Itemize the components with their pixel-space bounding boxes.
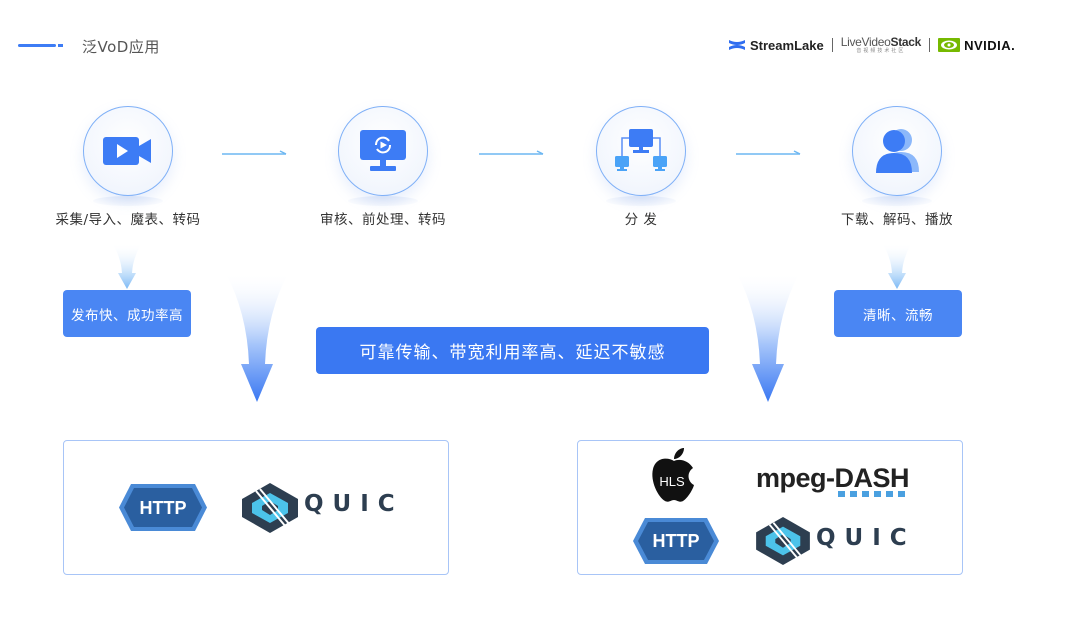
streamlake-icon xyxy=(729,40,745,50)
quic-text: QUIC xyxy=(816,525,916,551)
http-text: HTTP xyxy=(653,531,700,551)
http-text: HTTP xyxy=(140,498,187,518)
step-icon-circle xyxy=(338,106,428,196)
step-label: 分 发 xyxy=(624,212,658,228)
step-icon-circle xyxy=(852,106,942,196)
lvs-subtitle: 音视频技术社区 xyxy=(856,48,906,54)
streamlake-logo: StreamLake xyxy=(728,37,824,53)
step-reflection xyxy=(93,196,163,206)
monitor-play-icon xyxy=(360,130,406,171)
step-icon-circle xyxy=(596,106,686,196)
step-label: 下载、解码、播放 xyxy=(841,212,953,228)
pipeline-step-playback: 下载、解码、播放 xyxy=(807,106,987,228)
quic-logo-mark xyxy=(756,517,810,565)
flow-arrow-right xyxy=(222,150,287,155)
quic-text: QUIC xyxy=(304,491,404,517)
funnel-arrow-large xyxy=(225,272,289,402)
mpeg-dash-dots xyxy=(838,491,905,497)
header-accent-dot xyxy=(58,44,63,47)
livevideostack-logo: LiveVideoStack 音视频技术社区 xyxy=(840,35,922,54)
lvs-stack: Stack xyxy=(890,35,922,49)
page-title: 泛VoD应用 xyxy=(82,38,160,56)
flow-arrow-right xyxy=(736,150,801,155)
mpeg-dash-text: mpeg-DASH xyxy=(756,463,910,493)
network-distribution-icon xyxy=(615,129,667,171)
nvidia-eye-icon xyxy=(938,38,961,52)
step-label: 采集/导入、魔表、转码 xyxy=(55,212,201,228)
brand-bar: StreamLake LiveVideoStack 音视频技术社区 NVIDIA… xyxy=(728,34,1015,56)
hls-apple-logo: HLS xyxy=(652,448,694,502)
nvidia-text: NVIDIA. xyxy=(964,37,1016,53)
brand-divider xyxy=(929,38,931,52)
http-logo: HTTP xyxy=(633,518,719,564)
brand-divider xyxy=(831,38,833,52)
quic-logo-mark xyxy=(242,483,298,533)
funnel-arrow-small xyxy=(882,243,912,289)
flow-arrow-right xyxy=(479,150,544,155)
step-label: 审核、前处理、转码 xyxy=(320,212,446,228)
funnel-arrow-large xyxy=(736,272,800,402)
lvs-video: Video xyxy=(861,35,891,49)
lvs-live: Live xyxy=(840,35,862,49)
video-camera-icon xyxy=(103,137,151,165)
funnel-arrow-small xyxy=(112,243,142,289)
nvidia-logo: NVIDIA. xyxy=(938,38,1015,53)
users-icon xyxy=(876,129,919,173)
note-publish-fast: 发布快、成功率高 xyxy=(63,290,191,337)
pipeline-step-distribute: 分 发 xyxy=(551,106,731,228)
http-logo: HTTP xyxy=(119,484,207,531)
header-accent-line xyxy=(18,44,56,47)
step-icon-circle xyxy=(83,106,173,196)
hls-text: HLS xyxy=(659,474,685,489)
pipeline-step-capture: 采集/导入、魔表、转码 xyxy=(38,106,218,228)
delivery-protocols-panel: HLS mpeg-DASH HTTP QUIC xyxy=(577,440,963,575)
upload-protocols-panel: HTTP QUIC xyxy=(63,440,449,575)
streamlake-text: StreamLake xyxy=(750,37,824,53)
step-reflection xyxy=(606,196,676,206)
note-clear-smooth: 清晰、流畅 xyxy=(834,290,962,337)
pipeline-step-review: 审核、前处理、转码 xyxy=(293,106,473,228)
transport-requirements-banner: 可靠传输、带宽利用率高、延迟不敏感 xyxy=(316,327,709,374)
step-reflection xyxy=(348,196,418,206)
step-reflection xyxy=(862,196,932,206)
